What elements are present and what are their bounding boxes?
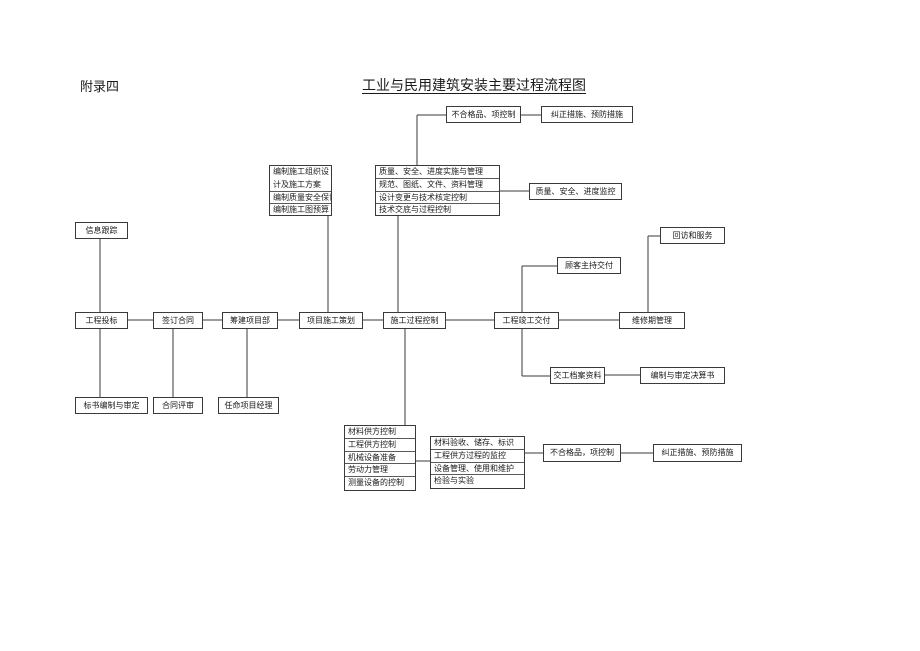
node-final-accounts: 编制与审定决算书 — [640, 367, 725, 384]
appendix-label: 附录四 — [80, 80, 120, 95]
node-contract-review: 合同评审 — [153, 397, 203, 414]
supply-stack-item: 工程供方控制 — [345, 439, 415, 452]
node-bidding: 工程投标 — [75, 312, 128, 329]
node-corrective-top: 纠正措施、预防措施 — [541, 106, 633, 123]
supply-stack-item: 测量设备的控制 — [348, 478, 404, 488]
monitor-stack-item: 设备管理、使用和维护 — [431, 463, 524, 476]
node-completion-handover: 工程竣工交付 — [494, 312, 559, 329]
node-appoint-manager: 任命项目经理 — [218, 397, 279, 414]
control-stack-item: 质量、安全、进度实施与管理 — [376, 166, 499, 179]
node-nonconforming-top: 不合格品、项控制 — [446, 106, 521, 123]
node-setup-project-dept: 筹建项目部 — [222, 312, 278, 329]
planning-stack-item: 编制施工图预算 — [273, 205, 329, 215]
monitor-stack-item: 检验与实验 — [434, 476, 474, 486]
monitor-stack: 材料验收、储存、标识 工程供方过程的监控 设备管理、使用和维护 检验与实验 — [430, 436, 525, 489]
supply-stack-item: 材料供方控制 — [345, 426, 415, 439]
node-return-visit: 回访和服务 — [660, 227, 725, 244]
page-title: 工业与民用建筑安装主要过程流程图 — [362, 78, 586, 94]
node-sign-contract: 签订合同 — [153, 312, 203, 329]
control-stack: 质量、安全、进度实施与管理 规范、图纸、文件、资料管理 设计变更与技术核定控制 … — [375, 165, 500, 216]
node-nonconforming-bottom: 不合格品，项控制 — [543, 444, 621, 462]
planning-stack-item: 编制质量安全保证计划 — [270, 192, 331, 205]
node-construction-control: 施工过程控制 — [383, 312, 446, 329]
control-stack-item: 技术交底与过程控制 — [379, 205, 451, 215]
planning-stack: 编制施工组织设计及施工方案 编制质量安全保证计划 编制施工图预算 — [269, 165, 332, 216]
control-stack-item: 设计变更与技术核定控制 — [376, 192, 499, 205]
node-qsp-monitoring: 质量、安全、进度监控 — [529, 183, 622, 200]
node-tender-preparation: 标书编制与审定 — [75, 397, 148, 414]
node-project-planning: 项目施工策划 — [299, 312, 363, 329]
monitor-stack-item: 材料验收、储存、标识 — [431, 437, 524, 450]
node-archive-handover: 交工档案资料 — [550, 367, 605, 384]
node-warranty-management: 维修期管理 — [619, 312, 685, 329]
node-corrective-bottom: 纠正措施、预防措施 — [653, 444, 742, 462]
monitor-stack-item: 工程供方过程的监控 — [431, 450, 524, 463]
supply-stack-item: 劳动力管理 — [345, 464, 415, 478]
node-customer-handover: 顾客主持交付 — [557, 257, 621, 274]
node-info-tracking: 信息跟踪 — [75, 222, 128, 239]
planning-stack-item: 编制施工组织设计及施工方案 — [270, 166, 331, 192]
supply-stack-item: 机械设备准备 — [345, 452, 415, 465]
supply-stack: 材料供方控制 工程供方控制 机械设备准备 劳动力管理 测量设备的控制 — [344, 425, 416, 491]
control-stack-item: 规范、图纸、文件、资料管理 — [376, 179, 499, 192]
